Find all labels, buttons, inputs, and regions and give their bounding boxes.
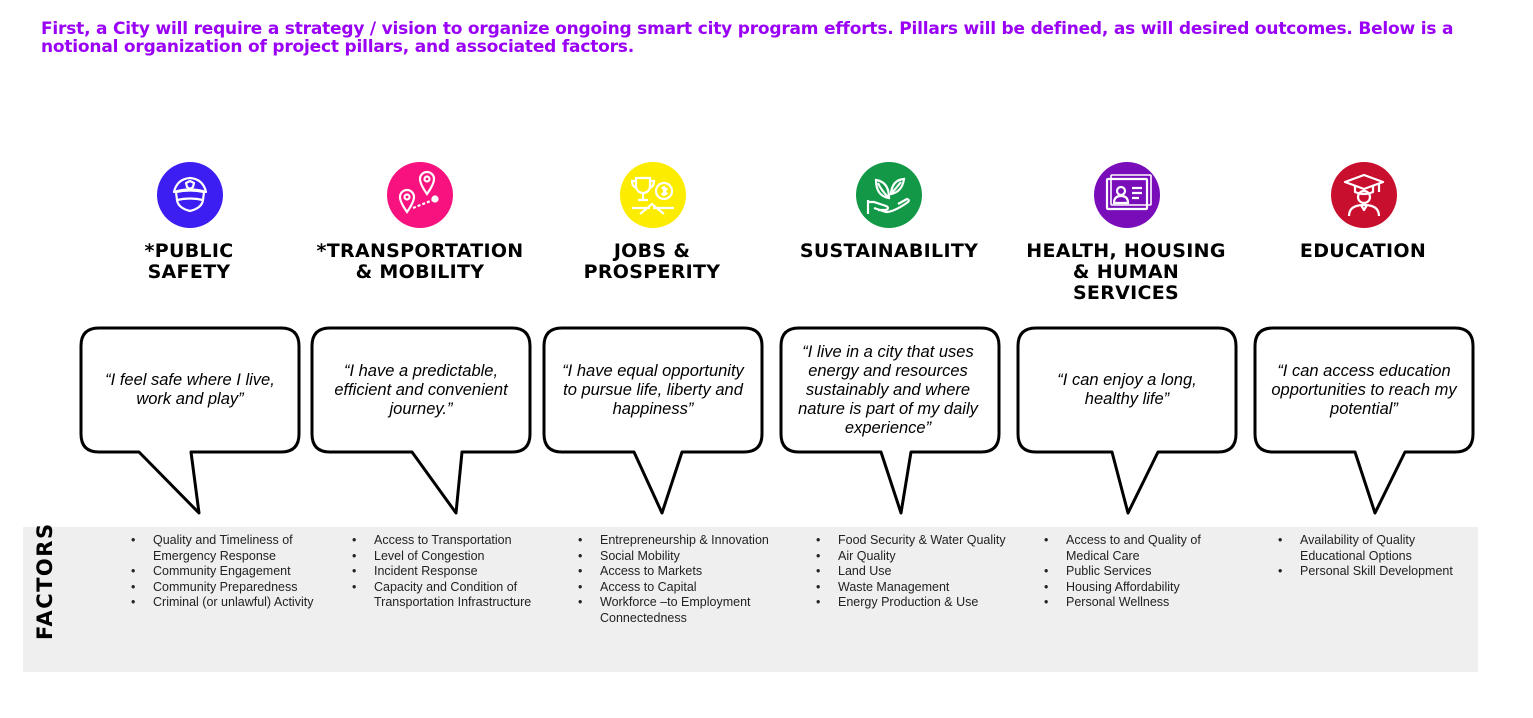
pillar-title: *PUBLIC SAFETY	[144, 240, 234, 283]
factor-item: Access to and Quality of Medical Care	[1044, 533, 1241, 564]
speech-bubble	[79, 326, 301, 515]
factor-item: Workforce –to Employment Connectedness	[578, 595, 775, 626]
factor-item: Air Quality	[816, 549, 1013, 565]
factor-item: Quality and Timeliness of Emergency Resp…	[131, 533, 328, 564]
pillar-sustainability: SUSTAINABILITY “I live in a city that us…	[771, 0, 1007, 718]
factor-item: Personal Skill Development	[1278, 564, 1475, 580]
id-card-icon	[1094, 162, 1160, 228]
factor-item: Community Preparedness	[131, 580, 328, 596]
factor-list: Quality and Timeliness of Emergency Resp…	[131, 533, 328, 611]
pillar-education: EDUCATION “I can access education opport…	[1245, 0, 1481, 718]
factors-label: FACTORS	[33, 522, 57, 640]
speech-bubble	[779, 326, 1001, 515]
pillar-public-safety: *PUBLIC SAFETY “I feel safe where I live…	[71, 0, 313, 718]
factor-item: Access to Markets	[578, 564, 775, 580]
pillar-health-housing: HEALTH, HOUSING & HUMAN SERVICES “I can …	[1008, 0, 1244, 718]
factor-item: Land Use	[816, 564, 1013, 580]
trophy-coin-hand-icon	[620, 162, 686, 228]
pillar-quote: “I live in a city that uses energy and r…	[798, 342, 978, 437]
factor-item: Level of Congestion	[352, 549, 549, 565]
factor-list: Access to and Quality of Medical Care Pu…	[1044, 533, 1241, 611]
pillar-quote: “I can enjoy a long, healthy life”	[1057, 371, 1197, 408]
factor-list: Access to Transportation Level of Conges…	[352, 533, 549, 611]
pillar-quote: “I have a predictable, efficient and con…	[334, 361, 508, 418]
factor-list: Food Security & Water Quality Air Qualit…	[816, 533, 1013, 611]
map-pins-route-icon	[387, 162, 453, 228]
pillar-title: EDUCATION	[1299, 240, 1427, 262]
pillar-title: SUSTAINABILITY	[799, 240, 979, 262]
factor-item: Personal Wellness	[1044, 595, 1241, 611]
pillar-quote: “I have equal opportunity to pursue life…	[562, 361, 744, 418]
pillar-title: JOBS & PROSPERITY	[583, 240, 721, 283]
factor-item: Access to Capital	[578, 580, 775, 596]
factor-item: Social Mobility	[578, 549, 775, 565]
leaves-hand-icon	[856, 162, 922, 228]
factor-item: Community Engagement	[131, 564, 328, 580]
factor-item: Entrepreneurship & Innovation	[578, 533, 775, 549]
pillar-title: *TRANSPORTATION & MOBILITY	[316, 240, 524, 283]
factor-item: Access to Transportation	[352, 533, 549, 549]
factor-item: Food Security & Water Quality	[816, 533, 1013, 549]
pillar-title: HEALTH, HOUSING & HUMAN SERVICES	[1026, 240, 1226, 304]
graduate-icon	[1331, 162, 1397, 228]
factor-item: Energy Production & Use	[816, 595, 1013, 611]
speech-bubble	[310, 326, 532, 515]
factor-item: Availability of Quality Educational Opti…	[1278, 533, 1475, 564]
factor-item: Waste Management	[816, 580, 1013, 596]
factor-item: Public Services	[1044, 564, 1241, 580]
speech-bubble	[542, 326, 764, 515]
speech-bubble	[1253, 326, 1475, 515]
pillar-transportation: *TRANSPORTATION & MOBILITY “I have a pre…	[302, 0, 538, 718]
factor-item: Capacity and Condition of Transportation…	[352, 580, 549, 611]
factor-list: Entrepreneurship & Innovation Social Mob…	[578, 533, 775, 626]
factor-item: Housing Affordability	[1044, 580, 1241, 596]
pillar-quote: “I can access education opportunities to…	[1271, 361, 1457, 418]
factor-item: Incident Response	[352, 564, 549, 580]
police-cap-icon	[157, 162, 223, 228]
speech-bubble	[1016, 326, 1238, 515]
pillar-jobs-prosperity: JOBS & PROSPERITY “I have equal opportun…	[534, 0, 770, 718]
factor-item: Criminal (or unlawful) Activity	[131, 595, 328, 611]
factor-list: Availability of Quality Educational Opti…	[1278, 533, 1475, 580]
intro-text: First, a City will require a strategy / …	[41, 19, 1454, 57]
pillar-quote: “I feel safe where I live, work and play…	[105, 371, 275, 408]
